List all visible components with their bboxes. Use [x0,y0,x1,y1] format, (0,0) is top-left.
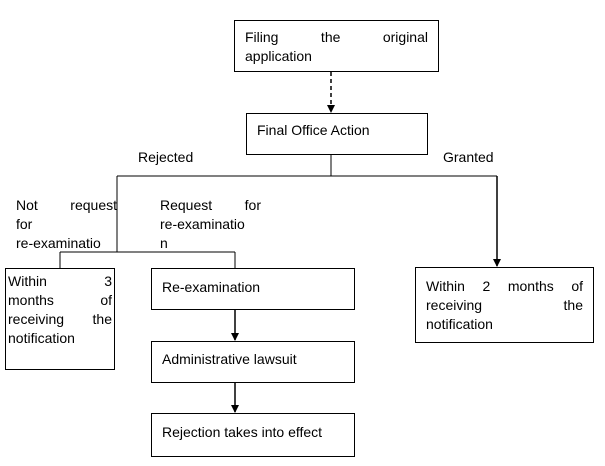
node-within2-line3: notification [426,316,493,332]
label-granted: Granted [443,148,494,167]
node-final-office-action-label: Final Office Action [257,122,370,138]
label-request-line3: n [160,235,168,251]
node-filing-line1: Filing the original [245,29,428,45]
label-request: Request for re-examinatio n [160,196,261,253]
label-not-request-line2: for [16,216,33,232]
node-final-office-action: Final Office Action [246,113,428,155]
label-request-line2: re-examinatio [160,216,245,232]
node-re-examination: Re-examination [151,268,355,310]
node-filing-line2: application [245,48,312,64]
node-filing: Filing the original application [234,20,439,72]
node-within3-line3: receiving the [8,311,112,327]
label-request-line1: Request for [160,197,261,213]
label-rejected: Rejected [138,148,193,167]
node-within3-line2: months of [8,292,112,308]
node-rejection-label: Rejection takes into effect [162,424,323,440]
node-within3-line1: Within 3 [8,273,112,289]
label-not-request-line3: re-examinatio [16,235,101,251]
node-within2-line1: Within 2 months of [426,278,583,294]
node-within2-line2: receiving the [426,297,583,313]
label-not-request-line1: Not request [16,197,117,213]
label-rejected-text: Rejected [138,149,194,165]
node-administrative-lawsuit: Administrative lawsuit [151,341,355,383]
node-rejection-takes-effect: Rejection takes into effect [151,413,355,457]
node-within-2-months: Within 2 months of receiving the notific… [415,267,594,343]
label-not-request: Not request for re-examinatio [16,196,117,253]
node-within-3-months: Within 3 months of receiving the notific… [5,268,115,370]
node-administrative-lawsuit-label: Administrative lawsuit [162,351,297,367]
node-re-examination-label: Re-examination [162,279,261,295]
node-within3-line4: notification [8,330,75,346]
label-granted-text: Granted [443,149,494,165]
